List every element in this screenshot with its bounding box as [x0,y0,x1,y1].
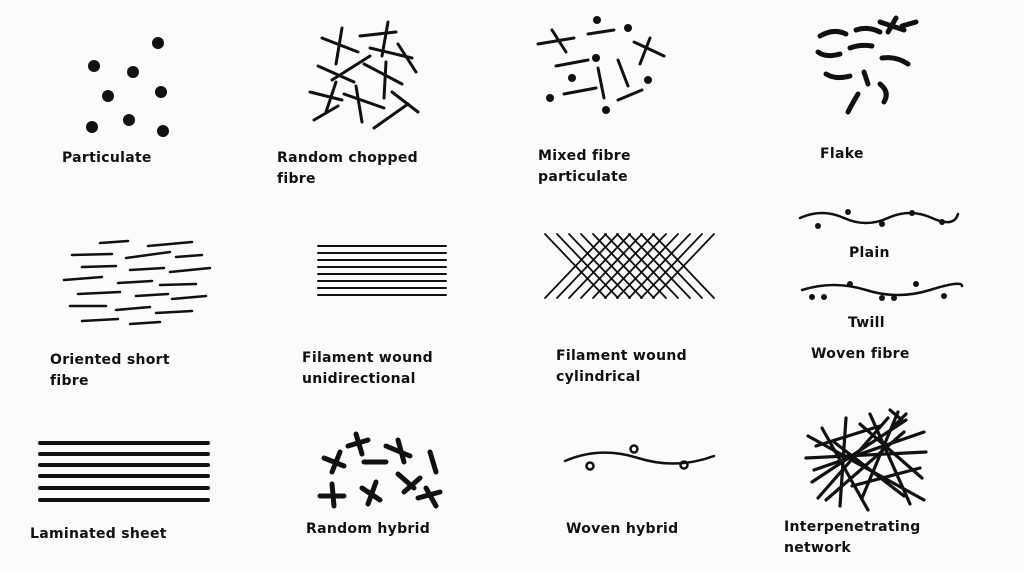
flake-illustration [815,15,919,115]
label-particulate: Particulate [62,150,152,166]
label-woven-hybrid: Woven hybrid [566,521,679,537]
label-flake: Flake [820,146,864,162]
filament-wound-cylindrical-illustration [544,233,715,299]
label-filament-wound-unidirectional: Filament wound unidirectional [302,350,433,387]
label-filament-wound-cylindrical: Filament wound cylindrical [556,348,687,385]
label-plain: Plain [849,245,890,261]
label-twill: Twill [848,315,885,331]
label-random-chopped-fibre: Random chopped fibre [277,150,418,187]
label-woven-fibre: Woven fibre [811,346,910,362]
woven-hybrid-illustration [563,444,716,471]
interpenetrating-network-illustration [804,408,928,512]
label-oriented-short-fibre: Oriented short fibre [50,352,170,389]
particulate-illustration [86,37,169,137]
label-laminated-sheet: Laminated sheet [30,526,167,542]
oriented-short-fibre-illustration [62,239,212,326]
label-mixed-fibre-particulate: Mixed fibre particulate [538,148,631,185]
random-chopped-fibre-illustration [308,20,420,130]
laminated-sheet-illustration [38,441,210,502]
twill-weave-illustration [800,281,964,301]
filament-wound-unidirectional-illustration [317,245,447,296]
plain-weave-illustration [798,209,960,229]
random-hybrid-illustration [317,431,443,509]
label-random-hybrid: Random hybrid [306,521,431,537]
mixed-fibre-particulate-illustration [536,16,666,114]
label-interpenetrating-network: Interpenetrating network [784,519,921,556]
